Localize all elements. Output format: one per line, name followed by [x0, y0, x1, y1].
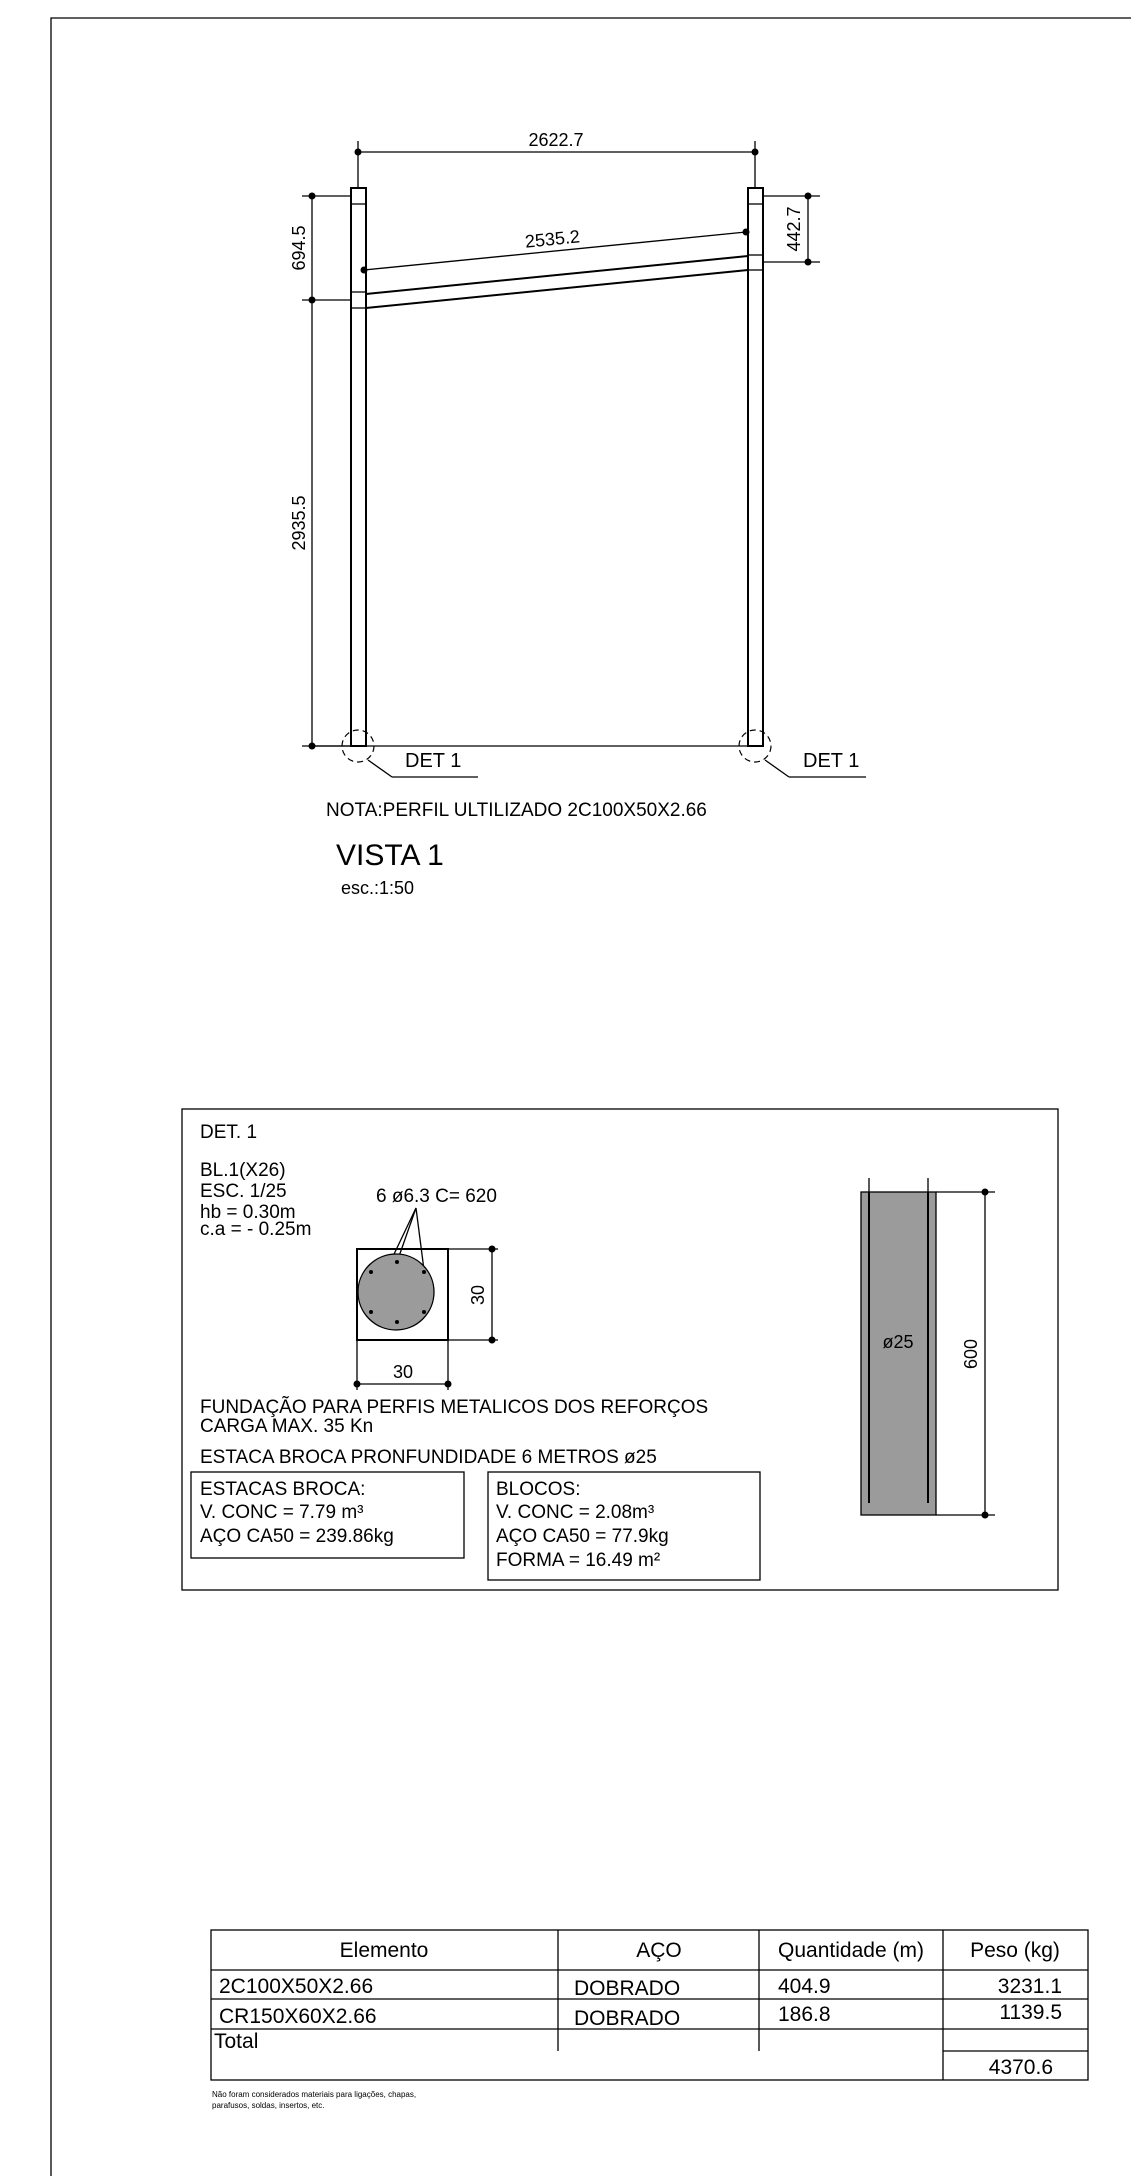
svg-text:V. CONC = 7.79 m³: V. CONC = 7.79 m³ [200, 1502, 364, 1523]
svg-text:AÇO: AÇO [636, 1939, 682, 1962]
svg-text:ESC. 1/25: ESC. 1/25 [200, 1181, 287, 1202]
svg-text:404.9: 404.9 [778, 1975, 831, 1998]
svg-text:2C100X50X2.66: 2C100X50X2.66 [219, 1975, 373, 1998]
svg-text:ESTACA BROCA PRONFUNDIDADE 6 M: ESTACA BROCA PRONFUNDIDADE 6 METROS ø25 [200, 1447, 657, 1468]
svg-text:parafusos, soldas, insertos, e: parafusos, soldas, insertos, etc. [212, 2101, 325, 2110]
dim-left-upper: 694.5 [289, 225, 309, 270]
table-row: CR150X60X2.66 DOBRADO 186.8 1139.5 [219, 2001, 1062, 2030]
detail-title: DET. 1 [200, 1122, 257, 1143]
block-section [356, 1248, 449, 1341]
pile-elevation [860, 1191, 937, 1516]
svg-text:Total: Total [214, 2030, 258, 2053]
svg-text:4370.6: 4370.6 [989, 2056, 1053, 2079]
table-frame [210, 1929, 1089, 2081]
pile-section-circle [357, 1253, 435, 1331]
svg-text:186.8: 186.8 [778, 2003, 831, 2026]
svg-text:1139.5: 1139.5 [999, 2001, 1062, 2024]
inclined-beam-top [365, 255, 749, 295]
table-row: 2C100X50X2.66 DOBRADO 404.9 3231.1 [219, 1975, 1062, 2000]
svg-text:DOBRADO: DOBRADO [574, 2007, 680, 2030]
sheet-border [50, 17, 1131, 2176]
det-right-label: DET 1 [803, 750, 859, 772]
dim-top-width: 2622.7 [528, 130, 583, 150]
view-title: VISTA 1 [336, 839, 444, 872]
inclined-beam-bottom [365, 269, 749, 309]
dim-block-bottom: 30 [393, 1362, 413, 1382]
detail-1-panel: DET. 1 BL.1(X26) ESC. 1/25 hb = 0.30m c.… [181, 1108, 1059, 1591]
svg-text:3231.1: 3231.1 [998, 1975, 1062, 1998]
det-left-label: DET 1 [405, 750, 461, 772]
svg-text:V. CONC = 2.08m³: V. CONC = 2.08m³ [496, 1502, 654, 1523]
dim-left-lower: 2935.5 [289, 495, 309, 550]
svg-text:hb = 0.30m: hb = 0.30m [200, 1202, 296, 1223]
estacas-box [190, 1471, 465, 1559]
svg-text:CARGA MAX. 35 Kn: CARGA MAX. 35 Kn [200, 1416, 373, 1437]
svg-text:c.a = - 0.25m: c.a = - 0.25m [200, 1219, 311, 1240]
svg-text:BLOCOS:: BLOCOS: [496, 1479, 580, 1500]
det-right-circle [738, 729, 772, 763]
svg-text:BL.1(X26): BL.1(X26) [200, 1160, 286, 1181]
dim-block-side: 30 [468, 1285, 488, 1305]
svg-text:ESTACAS BROCA:: ESTACAS BROCA: [200, 1479, 365, 1500]
table-total-row: Total 4370.6 [214, 2030, 1053, 2079]
table-header: Elemento AÇO Quantidade (m) Peso (kg) [340, 1939, 1060, 1962]
dim-beam-length: 2535.2 [524, 226, 581, 251]
table-footnote: Não foram considerados materiais para li… [212, 2090, 416, 2110]
svg-text:DOBRADO: DOBRADO [574, 1977, 680, 2000]
foundation-description: FUNDAÇÃO PARA PERFIS METALICOS DOS REFOR… [200, 1396, 708, 1468]
blocos-box [487, 1471, 761, 1581]
view-scale: esc.:1:50 [341, 878, 414, 898]
svg-text:AÇO CA50 = 239.86kg: AÇO CA50 = 239.86kg [200, 1526, 394, 1547]
detail-frame [181, 1108, 1059, 1591]
block-info: BL.1(X26) ESC. 1/25 hb = 0.30m c.a = - 0… [200, 1160, 311, 1240]
svg-text:FORMA = 16.49 m²: FORMA = 16.49 m² [496, 1550, 660, 1571]
pile-diameter-label: ø25 [882, 1332, 913, 1352]
dim-pile-depth: 600 [961, 1339, 981, 1369]
svg-text:Quantidade (m): Quantidade (m) [778, 1939, 924, 1962]
svg-text:Elemento: Elemento [340, 1939, 429, 1962]
svg-text:FUNDAÇÃO PARA PERFIS METALICOS: FUNDAÇÃO PARA PERFIS METALICOS DOS REFOR… [200, 1396, 708, 1418]
rebar-label: 6 ø6.3 C= 620 [376, 1186, 497, 1207]
svg-text:Não foram considerados materia: Não foram considerados materiais para li… [212, 2090, 416, 2099]
det-left-circle [341, 729, 375, 763]
svg-text:CR150X60X2.66: CR150X60X2.66 [219, 2005, 377, 2028]
vista-1-drawing: 2622.7 2535.2 442.7 694.5 2935.5 DET 1 D… [289, 130, 866, 898]
right-column [747, 187, 764, 747]
materials-table: Elemento AÇO Quantidade (m) Peso (kg) 2C… [210, 1929, 1089, 2081]
profile-note: NOTA:PERFIL ULTILIZADO 2C100X50X2.66 [326, 800, 707, 821]
svg-text:AÇO CA50 = 77.9kg: AÇO CA50 = 77.9kg [496, 1526, 669, 1547]
svg-text:Peso (kg): Peso (kg) [970, 1939, 1060, 1962]
dim-right-offset: 442.7 [784, 206, 804, 251]
